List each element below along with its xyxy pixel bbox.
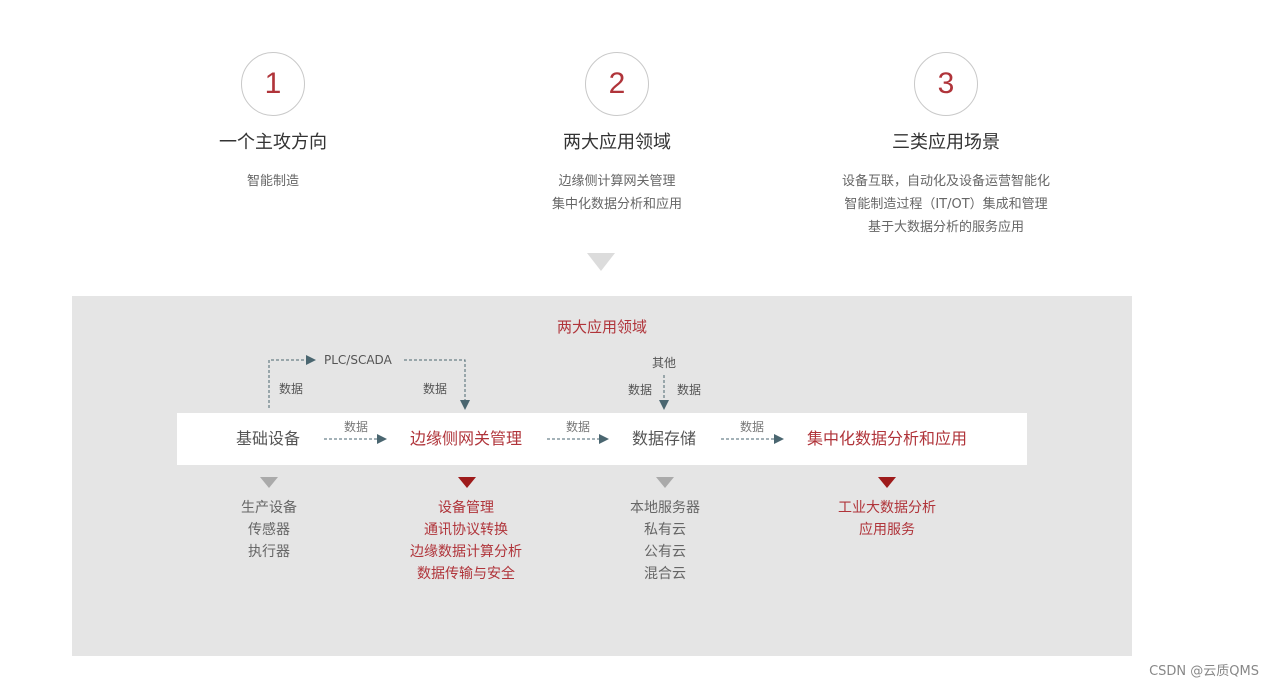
- list-item: 混合云: [644, 566, 686, 582]
- column-lines: 设备互联，自动化及设备运营智能化 智能制造过程（IT/OT）集成和管理 基于大数…: [786, 170, 1106, 239]
- list-data-storage: 本地服务器 私有云 公有云 混合云: [565, 497, 765, 585]
- column-line: 设备互联，自动化及设备运营智能化: [841, 174, 1050, 189]
- list-item: 通讯协议转换: [424, 522, 508, 538]
- column-2: 2 两大应用领域 边缘侧计算网关管理 集中化数据分析和应用: [457, 52, 777, 216]
- column-3: 3 三类应用场景 设备互联，自动化及设备运营智能化 智能制造过程（IT/OT）集…: [786, 52, 1106, 239]
- down-triangle-icon: [587, 253, 615, 271]
- column-title: 三类应用场景: [892, 132, 1000, 153]
- list-item: 公有云: [644, 544, 686, 560]
- plc-scada-label: PLC/SCADA: [324, 353, 392, 367]
- list-item: 边缘数据计算分析: [410, 544, 522, 560]
- node-central-analytics: 集中化数据分析和应用: [807, 429, 968, 448]
- list-item: 数据传输与安全: [417, 566, 515, 582]
- data-label: 数据: [628, 383, 653, 397]
- list-item: 设备管理: [438, 500, 494, 516]
- list-basic-equipment: 生产设备 传感器 执行器: [169, 497, 369, 563]
- data-label: 数据: [740, 420, 765, 434]
- column-line: 智能制造过程（IT/OT）集成和管理: [844, 197, 1048, 212]
- other-label: 其他: [652, 356, 677, 370]
- down-triangle-icon: [458, 477, 476, 488]
- node-data-storage: 数据存储: [632, 429, 697, 448]
- data-label: 数据: [279, 382, 304, 396]
- down-triangle-icon: [260, 477, 278, 488]
- column-title: 一个主攻方向: [219, 132, 327, 153]
- footer-watermark: CSDN @云质QMS: [1149, 664, 1259, 679]
- step-number-circle: 2: [585, 52, 649, 116]
- list-item: 传感器: [248, 522, 290, 538]
- data-label: 数据: [677, 383, 702, 397]
- data-label: 数据: [566, 420, 591, 434]
- column-title: 两大应用领域: [563, 132, 671, 153]
- node-edge-gateway: 边缘侧网关管理: [410, 429, 523, 448]
- down-triangle-icon: [878, 477, 896, 488]
- column-line: 集中化数据分析和应用: [551, 197, 682, 212]
- column-line: 智能制造: [246, 174, 299, 189]
- down-triangle-icon: [656, 477, 674, 488]
- panel-title: 两大应用领域: [556, 318, 647, 336]
- list-item: 生产设备: [241, 500, 297, 516]
- plc-output-arrow: [404, 359, 470, 410]
- column-line: 边缘侧计算网关管理: [558, 174, 676, 189]
- column-1: 1 一个主攻方向 智能制造: [113, 52, 433, 193]
- column-lines: 智能制造: [113, 170, 433, 193]
- diagram-panel: [72, 296, 1132, 656]
- step-number-circle: 3: [914, 52, 978, 116]
- column-lines: 边缘侧计算网关管理 集中化数据分析和应用: [457, 170, 777, 216]
- data-label: 数据: [344, 420, 369, 434]
- column-line: 基于大数据分析的服务应用: [867, 220, 1024, 235]
- list-item: 应用服务: [859, 522, 915, 538]
- list-item: 本地服务器: [630, 500, 700, 516]
- list-edge-gateway: 设备管理 通讯协议转换 边缘数据计算分析 数据传输与安全: [366, 497, 566, 585]
- list-item: 工业大数据分析: [838, 500, 936, 516]
- data-label: 数据: [423, 382, 448, 396]
- list-item: 私有云: [644, 522, 686, 538]
- plc-input-arrow: [268, 355, 316, 408]
- list-item: 执行器: [248, 544, 290, 560]
- node-basic-equipment: 基础设备: [236, 429, 301, 448]
- list-central-analytics: 工业大数据分析 应用服务: [787, 497, 987, 541]
- step-number-circle: 1: [241, 52, 305, 116]
